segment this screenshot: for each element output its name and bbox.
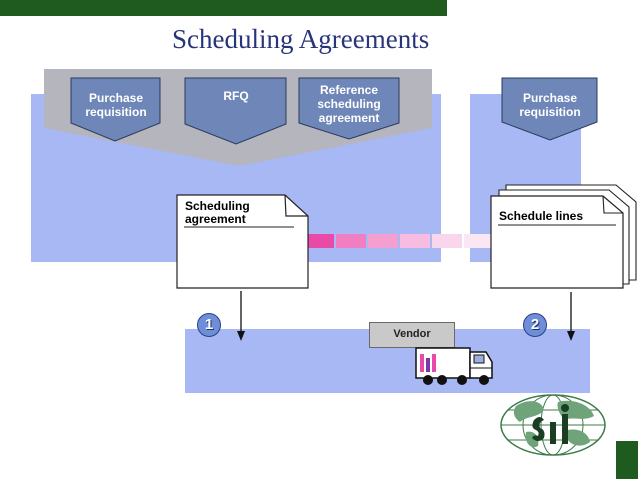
connector-strip <box>306 234 496 248</box>
step-right-purchase-requisition-shape <box>501 77 598 141</box>
step-purchase-requisition-label: Purchase requisition <box>85 91 147 119</box>
strip-segment <box>368 234 398 248</box>
step-marker-1: 1 <box>197 313 221 337</box>
strip-segment <box>464 234 496 248</box>
slide-title: Scheduling Agreements <box>172 24 430 54</box>
step-reference-shape <box>298 77 400 140</box>
arrow-down-icon <box>237 291 245 341</box>
strip-segment <box>306 234 334 248</box>
strip-segment <box>400 234 430 248</box>
step-right-purchase-requisition-label: Purchase requisition <box>519 91 581 119</box>
schedule-lines-label: Schedule lines <box>499 209 584 223</box>
step-rfq-shape <box>184 77 287 145</box>
strip-segment <box>336 234 366 248</box>
bottom-accent-bar <box>616 441 638 479</box>
scheduling-agreement-label: Scheduling agreement <box>185 199 250 226</box>
step-marker-2: 2 <box>523 313 547 337</box>
step-purchase-requisition-shape <box>70 77 161 142</box>
step-reference-label: Reference scheduling agreement <box>317 84 381 125</box>
globe-logo-icon <box>500 394 606 456</box>
scheduling-agreement-document <box>176 194 309 289</box>
top-accent-bar <box>0 0 447 16</box>
truck-icon <box>415 347 493 385</box>
schedule-lines-documents <box>490 184 637 289</box>
step-rfq-label: RFQ <box>223 89 249 103</box>
arrow-down-icon <box>567 292 575 341</box>
vendor-button[interactable]: Vendor <box>369 322 455 348</box>
strip-segment <box>432 234 462 248</box>
